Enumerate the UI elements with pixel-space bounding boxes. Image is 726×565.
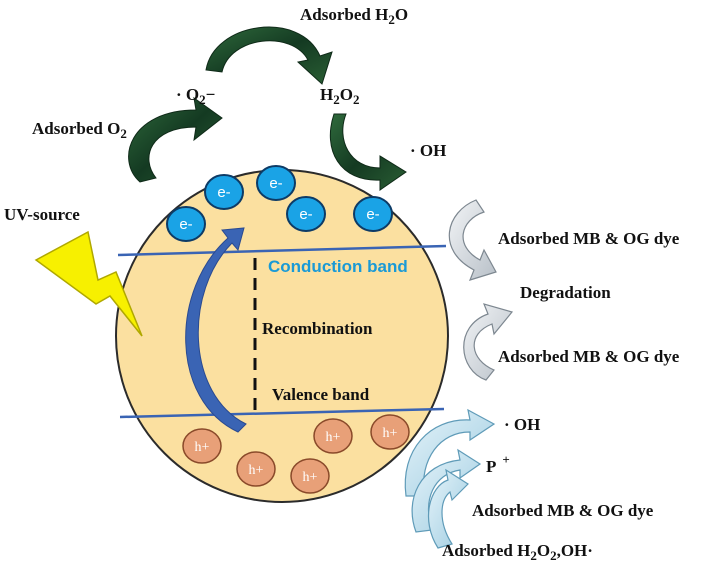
conduction-band-line <box>117 244 447 257</box>
svg-text:e-: e- <box>269 175 282 192</box>
uv-source-label: UV-source <box>4 205 80 224</box>
holes: h+ h+ h+ h+ h+ <box>182 414 410 494</box>
svg-text:h+: h+ <box>383 426 398 441</box>
electrons: e- e- e- e- e- <box>166 165 393 242</box>
svg-text:e-: e- <box>299 206 312 223</box>
oh-right-label: · OH <box>504 415 540 434</box>
conduction-band-label: Conduction band <box>268 257 408 276</box>
electron-1: e- <box>204 174 244 210</box>
oh-top-label: · OH <box>410 141 446 160</box>
h2o2-to-oh-arrow-bottom <box>404 408 496 497</box>
svg-text:h+: h+ <box>249 463 264 478</box>
electron-5: e- <box>353 196 393 232</box>
uv-lightning-bolt-icon <box>34 230 143 337</box>
svg-text:e-: e- <box>217 184 230 201</box>
electron-3: e- <box>166 206 206 242</box>
p-plus-label: P+ <box>486 452 510 476</box>
valence-band-label: Valence band <box>272 385 370 404</box>
adsorbed-dye-label-1: Adsorbed MB & OG dye <box>498 229 680 248</box>
hole-1: h+ <box>182 428 222 464</box>
hole-2: h+ <box>313 418 353 454</box>
adsorbed-dye-label-2: Adsorbed MB & OG dye <box>498 347 680 366</box>
dye-to-p-plus-arrow <box>411 448 482 533</box>
svg-text:e-: e- <box>366 206 379 223</box>
hole-4: h+ <box>236 451 276 487</box>
electron-4: e- <box>286 196 326 232</box>
dye-to-degradation-arrow-1 <box>448 199 497 281</box>
hole-5: h+ <box>290 458 330 494</box>
superoxide-label: · O2− <box>176 85 215 107</box>
svg-text:h+: h+ <box>303 470 318 485</box>
adsorbed-h2o2-oh-label: Adsorbed H2O2,OH· <box>442 541 593 563</box>
svg-text:h+: h+ <box>195 440 210 455</box>
h2o2-oh-adsorbed-arrow <box>427 468 469 549</box>
h2o2-label: H2O2 <box>320 85 359 107</box>
adsorbed-o2-label: Adsorbed O2 <box>32 119 127 141</box>
svg-text:e-: e- <box>179 216 192 233</box>
superoxide-to-h2o2-arrow <box>205 26 333 85</box>
hole-3: h+ <box>370 414 410 450</box>
recombination-label: Recombination <box>262 319 373 338</box>
degradation-label: Degradation <box>520 283 611 302</box>
svg-text:h+: h+ <box>326 430 341 445</box>
adsorbed-dye-label-3: Adsorbed MB & OG dye <box>472 501 654 520</box>
electron-2: e- <box>256 165 296 201</box>
valence-band-line <box>119 407 445 419</box>
excitation-arrow <box>185 227 247 433</box>
o2-to-superoxide-arrow <box>128 96 223 183</box>
h2o2-to-oh-arrow <box>329 113 407 191</box>
adsorbed-h2o-label: Adsorbed H2O <box>300 5 408 27</box>
dye-to-degradation-arrow-2 <box>463 303 514 381</box>
